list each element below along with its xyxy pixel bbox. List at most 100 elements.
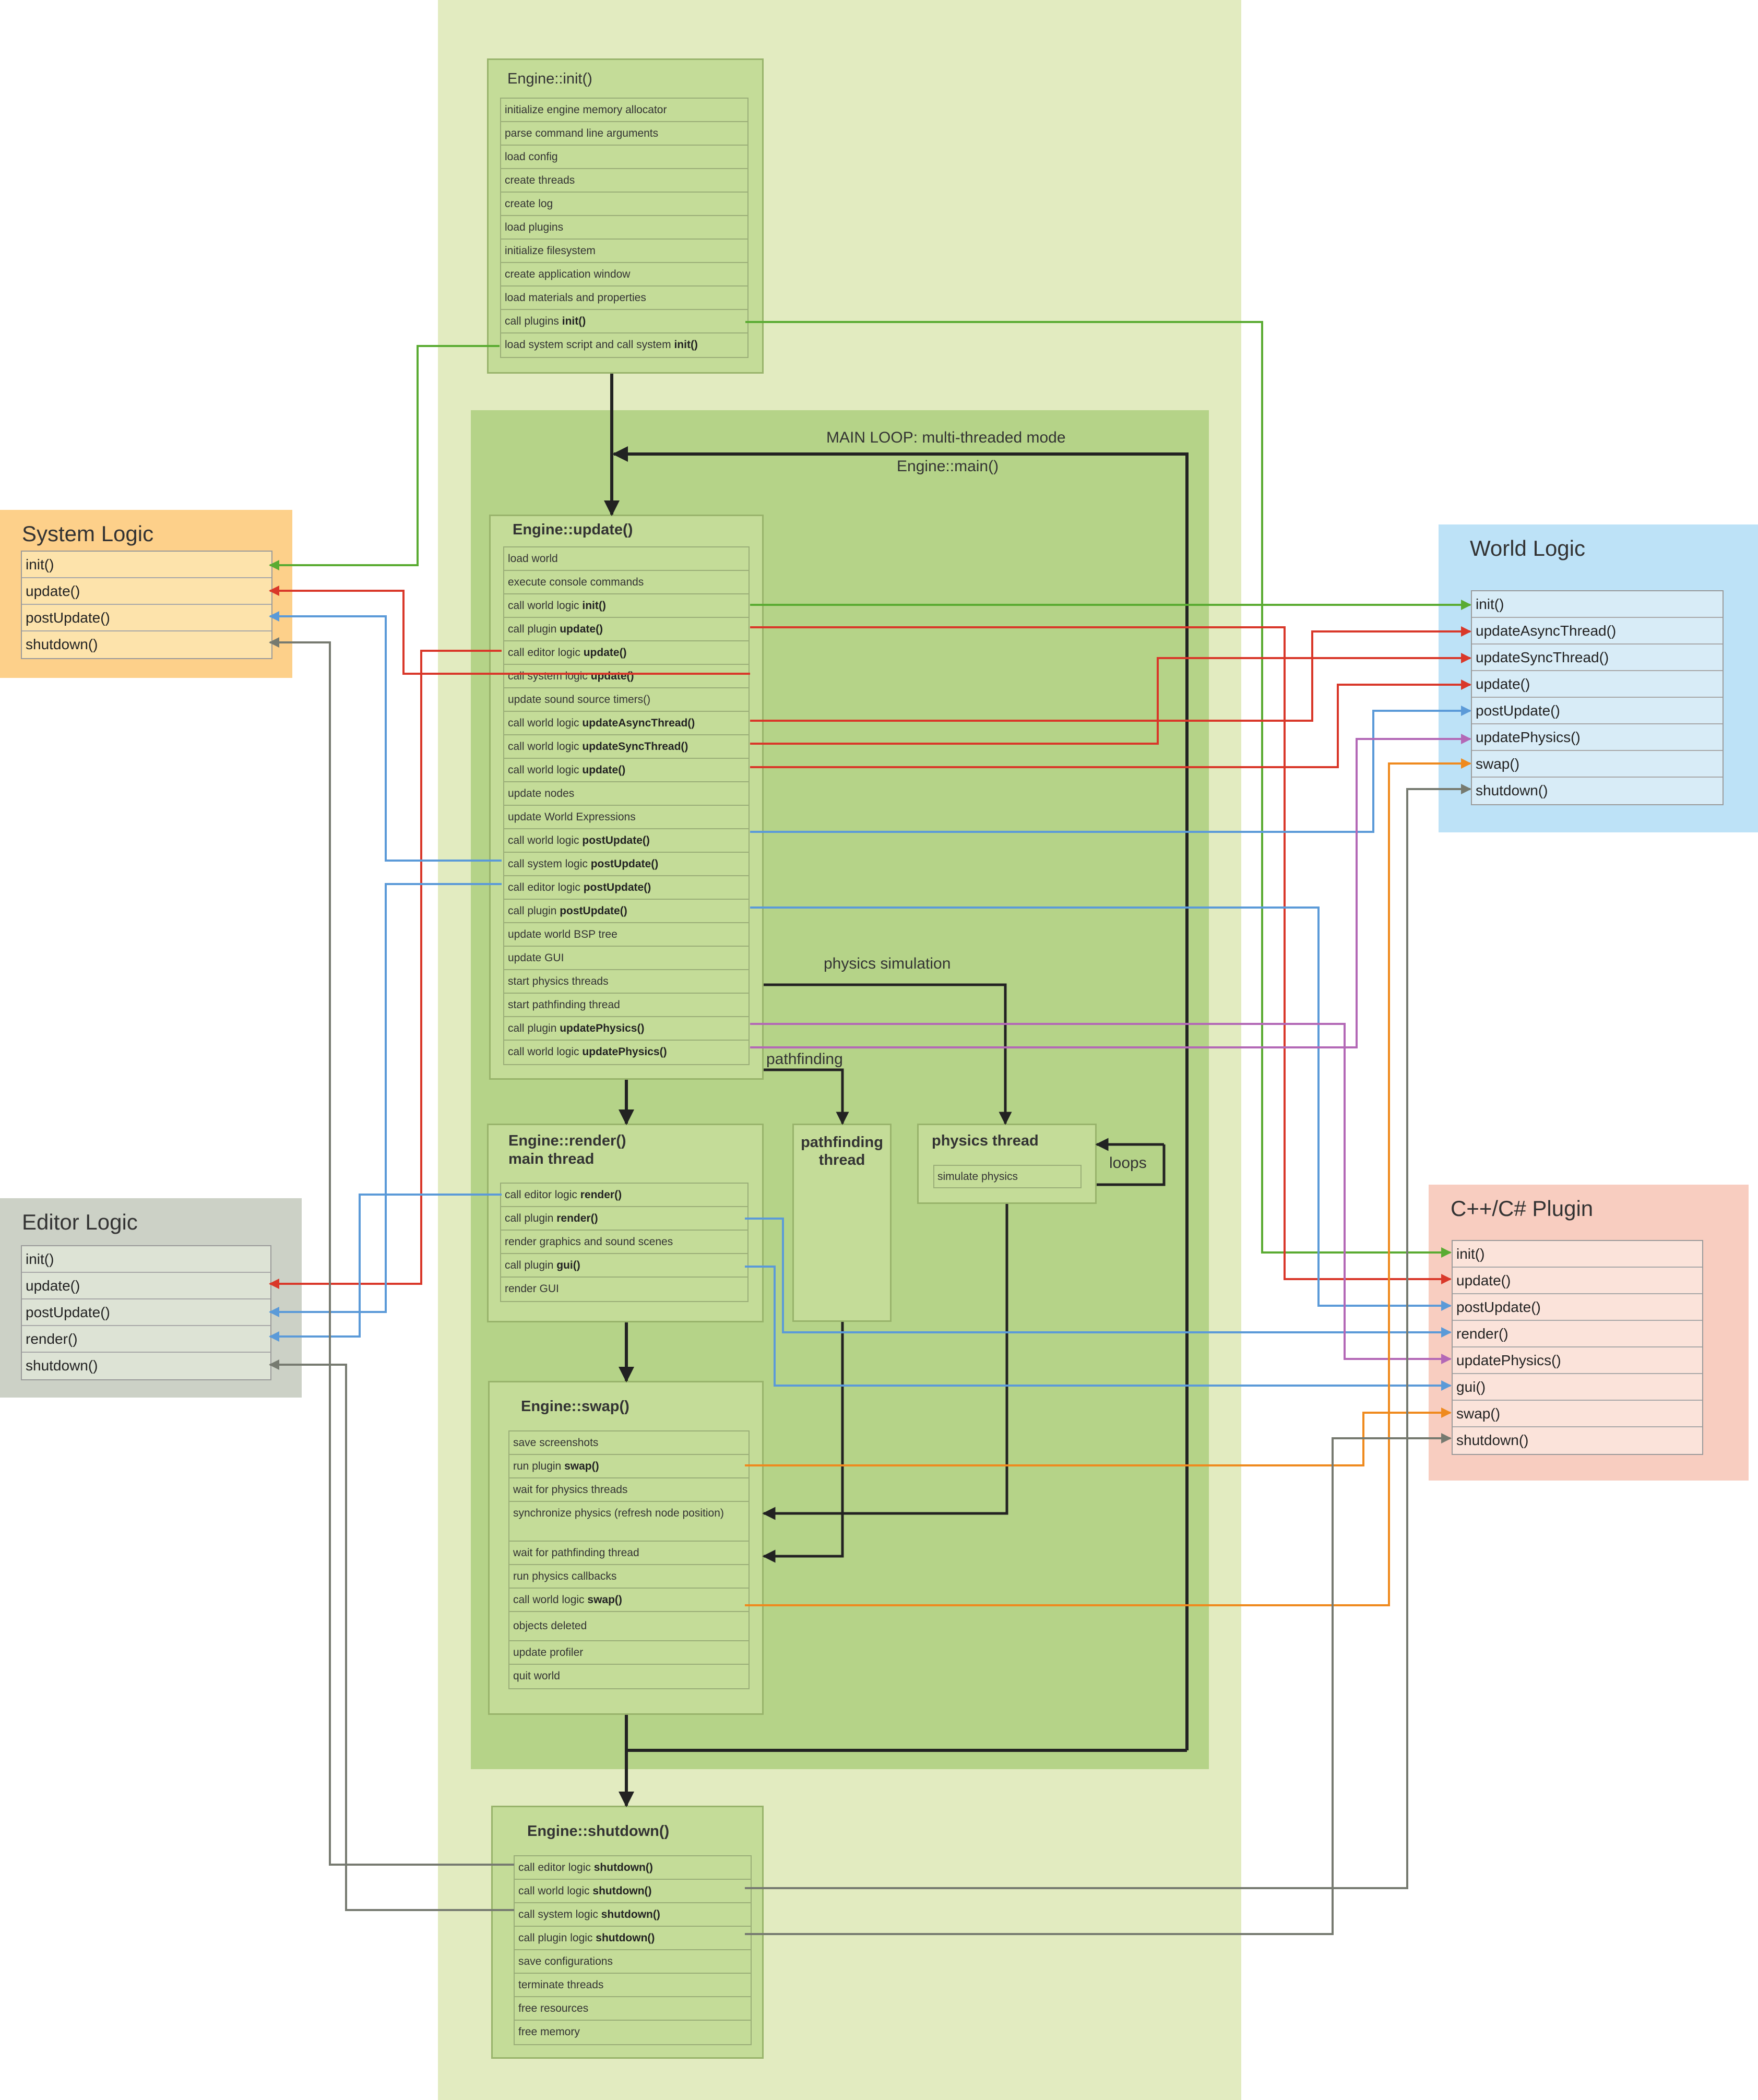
init-step-text: load system script and call system bbox=[505, 339, 674, 351]
editor_logic-method: postUpdate() bbox=[22, 1299, 270, 1326]
system-shutdown-wire bbox=[269, 637, 514, 1866]
editor_logic-method: init() bbox=[22, 1246, 270, 1273]
engine-render-title: Engine::render() bbox=[508, 1132, 626, 1149]
update-step-method: update() bbox=[582, 764, 626, 776]
world_logic-method: shutdown() bbox=[1472, 778, 1723, 804]
engine-shutdown-panel: Engine::shutdown() call editor logic shu… bbox=[491, 1806, 764, 2059]
system-update-wire bbox=[269, 586, 750, 675]
update-step-text: call world logic bbox=[508, 834, 583, 846]
system-postupdate-wire bbox=[269, 611, 502, 862]
init-step: initialize filesystem bbox=[501, 240, 747, 263]
main-loop-bottom-line bbox=[625, 1715, 1187, 1752]
shutdown-step-method: shutdown() bbox=[593, 1862, 653, 1874]
shutdown-step-text: call editor logic bbox=[518, 1862, 594, 1874]
plugin-init-wire bbox=[745, 321, 1452, 1258]
plugin-update-wire bbox=[750, 626, 1452, 1284]
world-postupdate-wire bbox=[750, 706, 1471, 833]
update-step: call world logic updateAsyncThread() bbox=[504, 712, 749, 735]
swap-step-text: objects deleted bbox=[513, 1620, 587, 1632]
update-step-text: update world BSP tree bbox=[508, 928, 617, 940]
editor-update-wire bbox=[269, 650, 502, 1289]
shutdown-step: call world logic shutdown() bbox=[515, 1880, 751, 1903]
world_logic-method: swap() bbox=[1472, 751, 1723, 778]
update-step-method: update() bbox=[583, 647, 627, 659]
init-step-text: initialize engine memory allocator bbox=[505, 104, 667, 116]
update-step: update nodes bbox=[504, 782, 749, 806]
plugin-render-wire bbox=[745, 1218, 1452, 1338]
update-step-text: start physics threads bbox=[508, 975, 609, 987]
plugin-method: init() bbox=[1453, 1241, 1702, 1268]
update-step-text: call world logic bbox=[508, 600, 583, 612]
system_logic-method: init() bbox=[22, 552, 271, 578]
swap-step-text: wait for physics threads bbox=[513, 1484, 628, 1496]
shutdown-step-method: shutdown() bbox=[596, 1932, 655, 1944]
plugin-box: C++/C# Plugin init()update()postUpdate()… bbox=[1429, 1185, 1749, 1481]
update-step-text: start pathfinding thread bbox=[508, 999, 620, 1011]
engine-render-subtitle: main thread bbox=[508, 1151, 595, 1167]
editor_logic-method: update() bbox=[22, 1273, 270, 1299]
init-step: load config bbox=[501, 146, 747, 169]
update-step: execute console commands bbox=[504, 571, 749, 594]
swap-step-method: swap() bbox=[564, 1460, 599, 1472]
render-step: render GUI bbox=[501, 1278, 747, 1301]
world-updatephysics-wire bbox=[750, 734, 1471, 1048]
main-loop-sublabel: Engine::main() bbox=[897, 458, 999, 475]
init-step: create threads bbox=[501, 169, 747, 193]
world-swap-wire bbox=[745, 758, 1471, 1606]
system_logic-method: postUpdate() bbox=[22, 605, 271, 631]
update-step: call plugin updatePhysics() bbox=[504, 1017, 749, 1041]
render-step-method: gui() bbox=[556, 1259, 580, 1271]
engine-init-panel: Engine::init() initialize engine memory … bbox=[487, 58, 764, 374]
shutdown-step-text: call system logic bbox=[518, 1908, 601, 1920]
render-step-method: render() bbox=[556, 1212, 598, 1224]
swap-step-text: call world logic bbox=[513, 1594, 588, 1606]
engine-init-title: Engine::init() bbox=[507, 70, 592, 87]
update-step-text: call plugin bbox=[508, 1022, 560, 1034]
update-step-method: updatePhysics() bbox=[560, 1022, 645, 1034]
plugin-updatephysics-wire bbox=[750, 1023, 1452, 1364]
editor-shutdown-wire bbox=[269, 1359, 514, 1911]
update-step-text: update sound source timers() bbox=[508, 694, 651, 706]
update-step-text: update GUI bbox=[508, 952, 564, 964]
init-step-method: init() bbox=[562, 315, 586, 327]
update-step-text: call system logic bbox=[508, 858, 591, 870]
pathfinding-thread-title-line2: thread bbox=[818, 1152, 865, 1168]
swap-step-text: quit world bbox=[513, 1670, 560, 1682]
plugin-method: shutdown() bbox=[1453, 1427, 1702, 1454]
pathfinding-arrow bbox=[764, 1068, 849, 1125]
shutdown-step-method: shutdown() bbox=[601, 1908, 660, 1920]
init-step: initialize engine memory allocator bbox=[501, 99, 747, 122]
update-step: update world BSP tree bbox=[504, 923, 749, 947]
system_logic-method: shutdown() bbox=[22, 631, 271, 658]
system-logic-title: System Logic bbox=[22, 521, 154, 546]
update-step: call plugin postUpdate() bbox=[504, 900, 749, 923]
plugin-shutdown-wire bbox=[745, 1433, 1452, 1935]
render-step: call editor logic render() bbox=[501, 1184, 747, 1207]
shutdown-step: terminate threads bbox=[515, 1974, 751, 1997]
render-step-method: render() bbox=[580, 1189, 622, 1201]
editor-logic-title: Editor Logic bbox=[22, 1210, 138, 1234]
swap-step-text: wait for pathfinding thread bbox=[513, 1547, 639, 1559]
init-step-text: call plugins bbox=[505, 315, 562, 327]
shutdown-step-text: terminate threads bbox=[518, 1979, 604, 1991]
physics-sync-arrow bbox=[762, 1204, 1008, 1520]
swap-step: update profiler bbox=[509, 1641, 749, 1665]
update-step-method: updateAsyncThread() bbox=[582, 717, 695, 729]
init-step-text: load materials and properties bbox=[505, 292, 646, 304]
shutdown-step: call editor logic shutdown() bbox=[515, 1856, 751, 1880]
engine-swap-title: Engine::swap() bbox=[521, 1398, 629, 1415]
shutdown-step: free memory bbox=[515, 2021, 751, 2044]
update-step-text: call editor logic bbox=[508, 647, 584, 659]
update-step-method: init() bbox=[582, 600, 606, 612]
update-step-text: call world logic bbox=[508, 741, 583, 753]
update-step-method: postUpdate() bbox=[560, 905, 627, 917]
update-step-text: call plugin bbox=[508, 905, 560, 917]
swap-step: synchronize physics (refresh node positi… bbox=[509, 1502, 749, 1542]
render-step-text: render graphics and sound scenes bbox=[505, 1236, 673, 1248]
world-update-wire bbox=[750, 679, 1471, 768]
update-step: call plugin update() bbox=[504, 618, 749, 641]
render-step-text: call plugin bbox=[505, 1259, 557, 1271]
plugin-title: C++/C# Plugin bbox=[1451, 1196, 1594, 1221]
